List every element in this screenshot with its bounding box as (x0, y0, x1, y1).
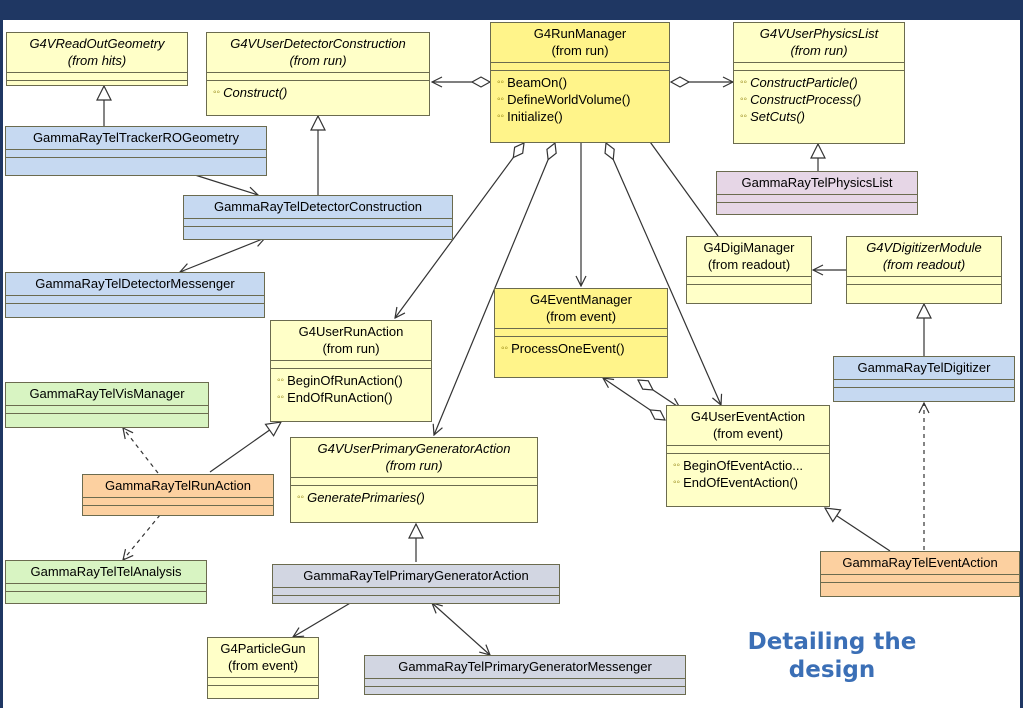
class-name: GammaRayTelTelAnalysis (30, 564, 182, 579)
class-g4vuserprimarygeneratoraction[interactable]: G4VUserPrimaryGeneratorAction(from run) … (290, 437, 538, 523)
class-package: (from event) (227, 658, 299, 673)
class-name: GammaRayTelDetectorConstruction (213, 199, 423, 214)
class-package: (from hits) (67, 53, 127, 68)
class-package: (from run) (289, 53, 347, 68)
class-gammaraytel-tel-analysis[interactable]: GammaRayTelTelAnalysis (5, 560, 207, 604)
edge-trackerro-teldetector (194, 174, 258, 195)
class-g4vuserdetectorconstruction[interactable]: G4VUserDetectorConstruction (from run) ◦◦… (206, 32, 430, 116)
operation: ◦◦ConstructParticle() (740, 75, 858, 90)
slide-caption: Detailing the design (712, 628, 952, 684)
class-gammaraytel-detector-messenger[interactable]: GammaRayTelDetectorMessenger (5, 272, 265, 318)
class-gammaraytel-run-action[interactable]: GammaRayTelRunAction (82, 474, 274, 516)
edge-telrunaction-vismanager (123, 428, 159, 474)
class-name: GammaRayTelDetectorMessenger (35, 276, 235, 291)
edge-eventaction-eventmanager (603, 378, 665, 420)
class-gammaraytel-tracker-ro-geometry[interactable]: GammaRayTelTrackerROGeometry (5, 126, 267, 176)
edge-messenger-teldetector (180, 238, 265, 272)
edge-televentaction-eventaction (825, 508, 891, 552)
class-package: (from run) (322, 341, 380, 356)
class-gammaraytel-digitizer[interactable]: GammaRayTelDigitizer (833, 356, 1015, 402)
operation: ◦◦ConstructProcess() (740, 92, 862, 107)
class-name: GammaRayTelEventAction (842, 555, 998, 570)
class-name: GammaRayTelTrackerROGeometry (32, 130, 240, 145)
edge-runmanager-eventaction (606, 143, 721, 405)
operation: ◦◦ProcessOneEvent() (501, 341, 625, 356)
class-g4digimanager[interactable]: G4DigiManager (from readout) (686, 236, 812, 304)
operation: ◦◦EndOfEventAction() (673, 475, 798, 490)
class-gammaraytel-detector-construction[interactable]: GammaRayTelDetectorConstruction (183, 195, 453, 240)
class-name: G4ParticleGun (220, 641, 306, 656)
class-name: G4VUserPrimaryGeneratorAction (317, 441, 511, 456)
class-name: G4VDigitizerModule (866, 240, 982, 255)
class-g4eventmanager[interactable]: G4EventManager (from event) ◦◦ProcessOneE… (494, 288, 668, 378)
edge-eventmanager-eventaction (638, 380, 680, 408)
slide-right-border (1020, 20, 1023, 708)
operation: ◦◦SetCuts() (740, 109, 805, 124)
edge-digimanager-runmanager (640, 128, 719, 237)
edge-telprimary-particlegun (293, 601, 353, 637)
edge-telprimary-messenger (432, 603, 490, 655)
class-package: (from run) (551, 43, 609, 58)
operation: ◦◦DefineWorldVolume() (497, 92, 631, 107)
class-name: GammaRayTelPrimaryGeneratorAction (303, 568, 529, 583)
caption-line-1: Detailing the (747, 629, 917, 655)
class-name: G4UserEventAction (690, 409, 806, 424)
class-name: G4DigiManager (703, 240, 795, 255)
class-gammaraytel-primary-generator-action[interactable]: GammaRayTelPrimaryGeneratorAction (272, 564, 560, 604)
operation: ◦◦BeamOn() (497, 75, 568, 90)
operation: ◦◦Construct() (213, 85, 288, 100)
caption-line-2: design (788, 657, 876, 683)
class-gammaraytel-physics-list[interactable]: GammaRayTelPhysicsList (716, 171, 918, 215)
class-g4runmanager[interactable]: G4RunManager (from run) ◦◦BeamOn() ◦◦Defi… (490, 22, 670, 143)
class-g4particlegun[interactable]: G4ParticleGun (from event) (207, 637, 319, 699)
class-name: GammaRayTelVisManager (29, 386, 185, 401)
class-g4userrunaction[interactable]: G4UserRunAction (from run) ◦◦BeginOfRunAc… (270, 320, 432, 422)
class-gammaraytel-primary-generator-messenger[interactable]: GammaRayTelPrimaryGeneratorMessenger (364, 655, 686, 695)
class-package: (from run) (790, 43, 848, 58)
operation: ◦◦BeginOfEventActio... (673, 458, 804, 473)
class-name: G4VReadOutGeometry (29, 36, 165, 51)
class-name: GammaRayTelDigitizer (857, 360, 991, 375)
slide-top-bar (0, 0, 1023, 20)
class-name: GammaRayTelPhysicsList (741, 175, 893, 190)
class-package: (from readout) (882, 257, 966, 272)
operation: ◦◦EndOfRunAction() (277, 390, 393, 405)
operation: ◦◦Initialize() (497, 109, 563, 124)
class-package: (from event) (712, 426, 784, 441)
class-gammaraytel-event-action[interactable]: GammaRayTelEventAction (820, 551, 1020, 597)
class-gammaraytel-vis-manager[interactable]: GammaRayTelVisManager (5, 382, 209, 428)
edge-telrunaction-analysis (123, 514, 161, 560)
class-g4vuserphysicslist[interactable]: G4VUserPhysicsList (from run) ◦◦Construct… (733, 22, 905, 144)
class-name: GammaRayTelPrimaryGeneratorMessenger (398, 659, 652, 674)
class-name: GammaRayTelRunAction (105, 478, 251, 493)
class-package: (from event) (545, 309, 617, 324)
operation: ◦◦GeneratePrimaries() (297, 490, 425, 505)
class-name: G4VUserDetectorConstruction (230, 36, 406, 51)
edge-telrunaction-runaction (209, 422, 281, 473)
class-g4vdigitizermodule[interactable]: G4VDigitizerModule (from readout) (846, 236, 1002, 304)
class-g4vreadoutgeometry[interactable]: G4VReadOutGeometry (from hits) (6, 32, 188, 86)
class-package: (from readout) (707, 257, 791, 272)
slide-left-border (0, 20, 3, 708)
class-package: (from run) (385, 458, 443, 473)
operation: ◦◦BeginOfRunAction() (277, 373, 403, 388)
class-name: G4RunManager (533, 26, 627, 41)
class-name: G4EventManager (530, 292, 632, 307)
class-name: G4UserRunAction (298, 324, 404, 339)
class-name: G4VUserPhysicsList (759, 26, 879, 41)
class-g4usereventaction[interactable]: G4UserEventAction (from event) ◦◦BeginOfE… (666, 405, 830, 507)
